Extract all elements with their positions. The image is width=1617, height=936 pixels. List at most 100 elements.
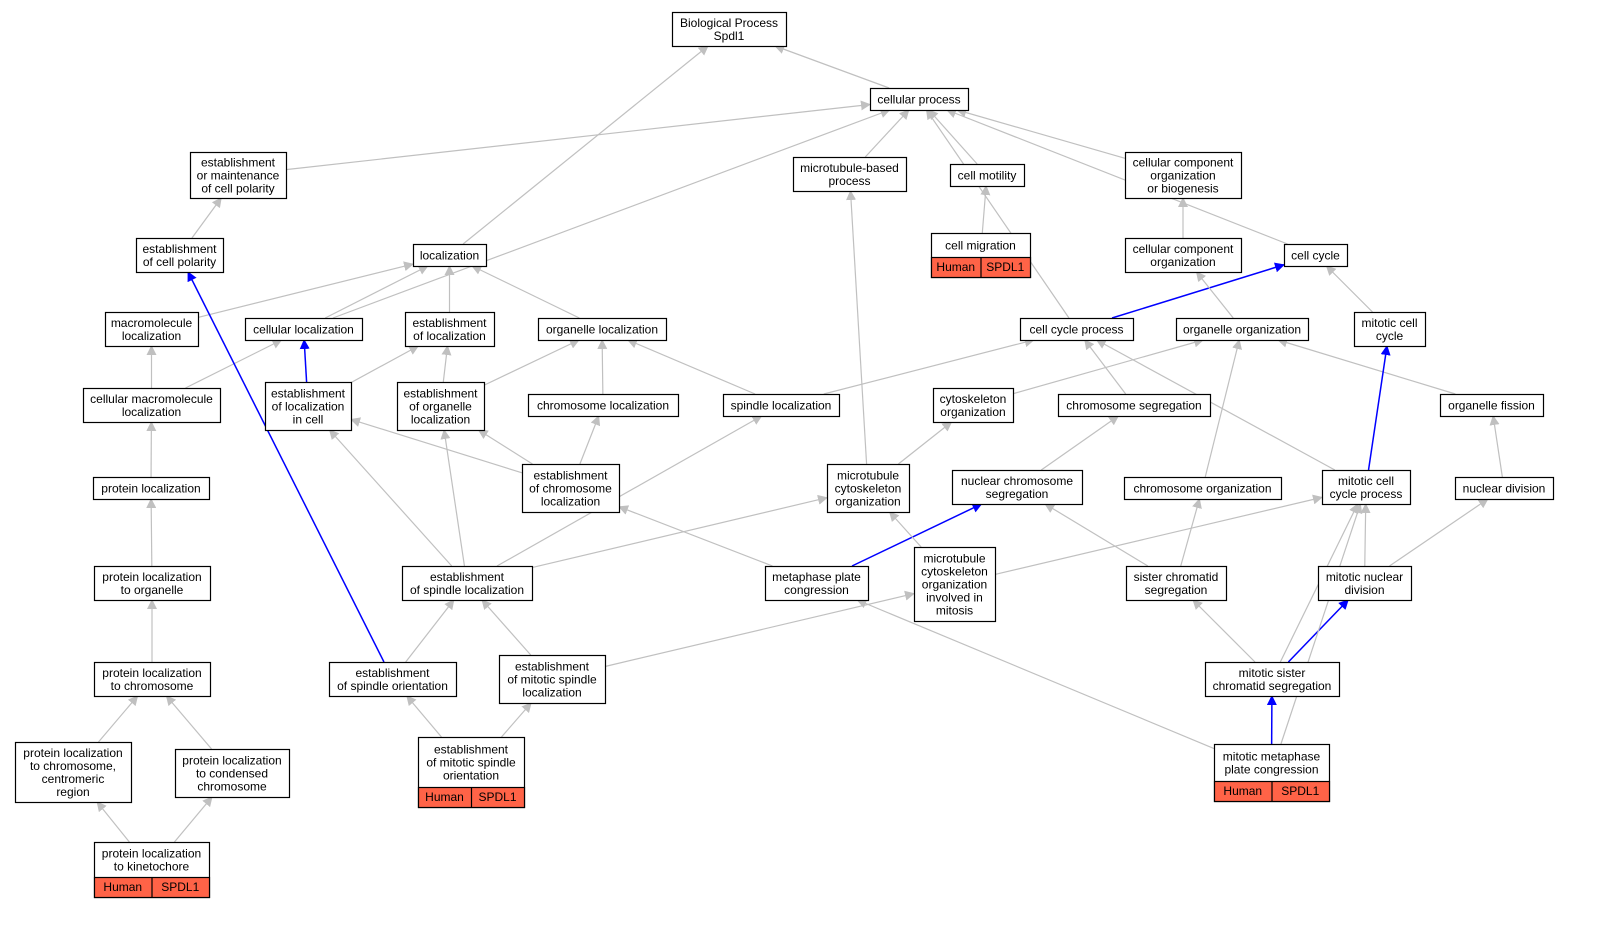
term-label: organization [835, 495, 900, 509]
edge-cell-motility-to-cellular-process [928, 109, 978, 165]
term-label: establishment [533, 469, 608, 483]
edge-organelle-loc-to-localization [471, 265, 580, 319]
edge-mitotic-cell-cycle-to-cell-cycle [1325, 265, 1373, 313]
term-label: chromosome segregation [1066, 399, 1201, 413]
term-box [537, 317, 668, 342]
term-label: cell cycle [1291, 249, 1340, 263]
highlighted-edge-est-loc-in-cell-to-cellular-loc [299, 339, 310, 383]
edge-est-mitotic-spindle-orient-to-est-mitotic-spindle-loc [501, 702, 532, 738]
term-box [1175, 317, 1310, 342]
edge-est-spindle-loc-to-spindle-loc [496, 415, 763, 567]
term-node-organelle-loc[interactable]: organelle localization [537, 317, 668, 342]
term-label: or biogenesis [1147, 182, 1218, 196]
term-label: protein localization [101, 482, 200, 496]
term-node-cellular-process[interactable]: cellular process [869, 87, 970, 112]
term-box [498, 654, 607, 705]
term-label: establishment [412, 316, 487, 330]
term-node-spindle-loc[interactable]: spindle localization [722, 393, 841, 418]
term-label: macromolecule [111, 316, 193, 330]
edge-protein-loc-centromeric-to-protein-loc-chromosome [98, 695, 139, 743]
term-label: mitotic sister [1239, 666, 1306, 680]
term-label: to organelle [121, 583, 184, 597]
term-box [1283, 243, 1349, 268]
term-label: of chromosome [529, 482, 612, 496]
term-node-mt-org-mitosis[interactable]: microtubulecytoskeletonorganizationinvol… [913, 546, 997, 623]
term-box [401, 565, 534, 602]
edge-mitotic-sister-seg-to-sister-chromatid-seg [1192, 599, 1256, 663]
term-label: localization [122, 329, 181, 343]
edge-est-spindle-orient-to-est-spindle-loc [405, 599, 455, 663]
term-label: cellular component [1133, 242, 1234, 256]
term-box [521, 463, 621, 514]
edge-nuclear-chr-seg-to-chromosome-seg [1040, 415, 1120, 471]
edge-chromosome-org-to-organelle-org [1204, 339, 1242, 478]
term-box [1019, 317, 1135, 342]
term-box [328, 661, 458, 698]
gene-label: SPDL1 [1281, 784, 1319, 798]
highlighted-edge-metaphase-plate-to-nuclear-chr-seg [851, 503, 983, 567]
term-node-chromosome-seg[interactable]: chromosome segregation [1057, 393, 1212, 418]
edge-est-spindle-loc-to-est-organelle-loc [440, 429, 466, 567]
term-label: cycle [1376, 329, 1404, 343]
term-node-chromosome-loc[interactable]: chromosome localization [527, 393, 680, 418]
edge-cellular-loc-to-cellular-process [332, 108, 891, 319]
term-label: mitotic metaphase [1223, 750, 1321, 764]
term-node-protein-loc[interactable]: protein localization [92, 476, 211, 501]
term-label: congression [784, 583, 849, 597]
edge-est-mitotic-spindle-loc-to-est-spindle-loc [481, 599, 532, 656]
edge-mt-cytoskeleton-org-to-microtubule-based [846, 190, 868, 465]
term-node-cell-cycle[interactable]: cell cycle [1283, 243, 1349, 268]
term-node-cell-cycle-process[interactable]: cell cycle process [1019, 317, 1135, 342]
term-label: cellular macromolecule [90, 392, 213, 406]
term-box [932, 387, 1015, 424]
term-node-cell-motility[interactable]: cell motility [949, 163, 1026, 188]
term-box [826, 463, 911, 514]
term-node-cellular-loc[interactable]: cellular localization [244, 317, 364, 342]
term-node-localization[interactable]: localization [412, 243, 488, 268]
term-node-organelle-fission[interactable]: organelle fission [1439, 393, 1545, 418]
term-label: establishment [142, 242, 217, 256]
term-label: segregation [1145, 583, 1208, 597]
term-node-organelle-org[interactable]: organelle organization [1175, 317, 1310, 342]
term-label: Spdl1 [714, 29, 745, 43]
term-label: mitotic cell [1361, 316, 1417, 330]
term-box [14, 741, 133, 804]
term-node-chromosome-org[interactable]: chromosome organization [1123, 476, 1283, 501]
term-label: establishment [430, 570, 505, 584]
term-node-nuclear-division[interactable]: nuclear division [1454, 476, 1555, 501]
term-label: mitotic nuclear [1326, 570, 1403, 584]
species-label: Human [1223, 784, 1262, 798]
